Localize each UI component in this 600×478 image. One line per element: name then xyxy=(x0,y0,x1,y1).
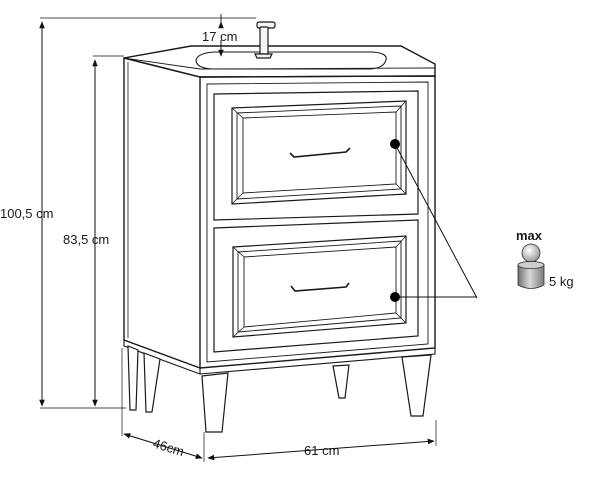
dimension-lines xyxy=(39,14,437,462)
legs xyxy=(127,345,432,433)
faucet xyxy=(254,21,276,59)
leg-front-side xyxy=(143,352,161,413)
upper-drawer-handle xyxy=(289,147,351,158)
cabinet-front xyxy=(199,75,436,369)
depth-dimension-line xyxy=(123,433,203,459)
leg-front-right xyxy=(401,354,432,417)
countertop xyxy=(123,45,436,78)
basin xyxy=(195,51,387,70)
cabinet-height-label: 83,5 cm xyxy=(63,232,109,247)
lower-drawer-handle xyxy=(290,282,350,292)
basin-height-label: 17 cm xyxy=(202,29,237,44)
leg-front-left xyxy=(201,372,229,433)
max-load-label: max xyxy=(516,228,543,243)
leg-back-right xyxy=(332,364,350,399)
cabinet xyxy=(123,45,436,375)
total-height-label: 100,5 cm xyxy=(0,206,53,221)
weight-icon xyxy=(517,243,545,289)
lower-drawer-load-point xyxy=(390,292,400,302)
lower-drawer xyxy=(213,219,419,353)
leg-back-left xyxy=(127,345,139,411)
upper-drawer-load-point xyxy=(390,139,400,149)
cabinet-side-panel xyxy=(123,57,201,370)
upper-drawer xyxy=(213,90,419,221)
depth-label: 46cm xyxy=(151,436,186,460)
load-callout xyxy=(390,139,478,302)
width-dimension-line xyxy=(207,438,435,461)
max-load-value: 5 kg xyxy=(549,274,574,289)
width-label: 61 cm xyxy=(304,443,339,458)
